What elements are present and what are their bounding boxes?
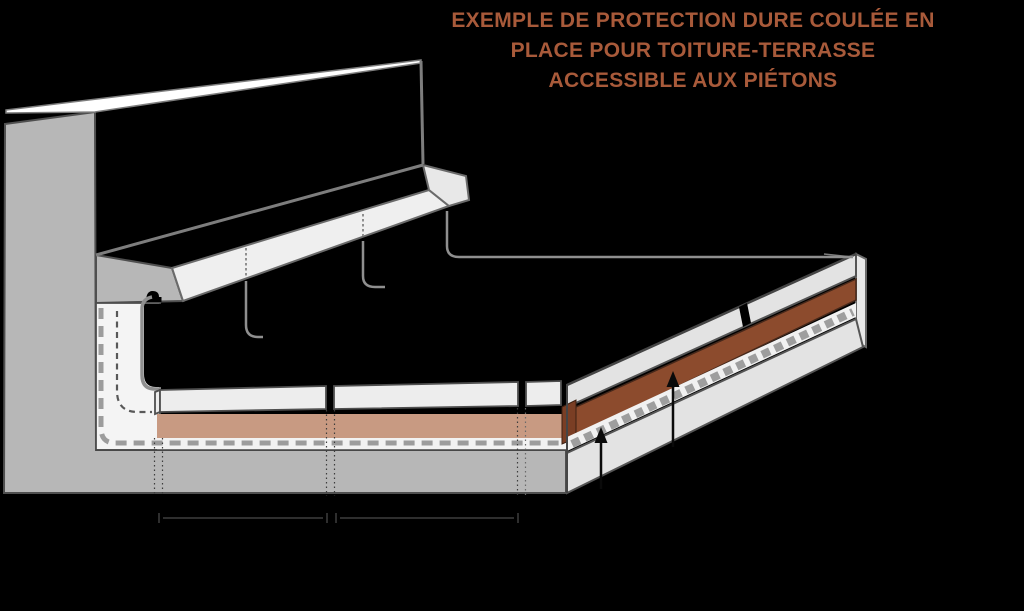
- title-line-3: ACCESSIBLE AUX PIÉTONS: [548, 69, 838, 92]
- mortar-bed-layer: [157, 414, 562, 438]
- wall-top-surface: [5, 59, 422, 114]
- terrace-slab: [525, 380, 562, 407]
- wall-end-edge: [419, 60, 425, 165]
- up-arrow: [666, 371, 680, 447]
- coping-ledge-end-face: [421, 163, 471, 208]
- terrace-slab: [333, 381, 519, 410]
- membrane-inner-dashed: [115, 311, 152, 414]
- title-line-1: EXEMPLE DE PROTECTION DURE COULÉE EN: [451, 9, 935, 32]
- membrane-strip-background: [157, 438, 566, 450]
- membrane-upturn-line: [140, 295, 161, 391]
- wall-base-edge: [95, 163, 424, 257]
- up-arrow: [594, 427, 608, 489]
- terrace-slab: [159, 385, 327, 413]
- membrane-outer-dashed: [98, 308, 563, 446]
- title-line-2: PLACE POUR TOITURE-TERRASSE: [510, 39, 876, 62]
- coping-ledge-cut-face: [95, 253, 185, 305]
- dimension-lines: [153, 408, 527, 523]
- drainage-layer-dashes: [570, 308, 855, 448]
- upstand-void: [144, 304, 162, 387]
- leader-line: [361, 241, 385, 289]
- leader-line: [445, 211, 853, 259]
- leader-line: [244, 281, 263, 339]
- diagram-title: EXEMPLE DE PROTECTION DURE COULÉE EN PLA…: [443, 6, 943, 96]
- expansion-joint-gap: [739, 303, 751, 327]
- protection-top-edge: [566, 252, 857, 387]
- coping-ledge-band: [170, 188, 452, 303]
